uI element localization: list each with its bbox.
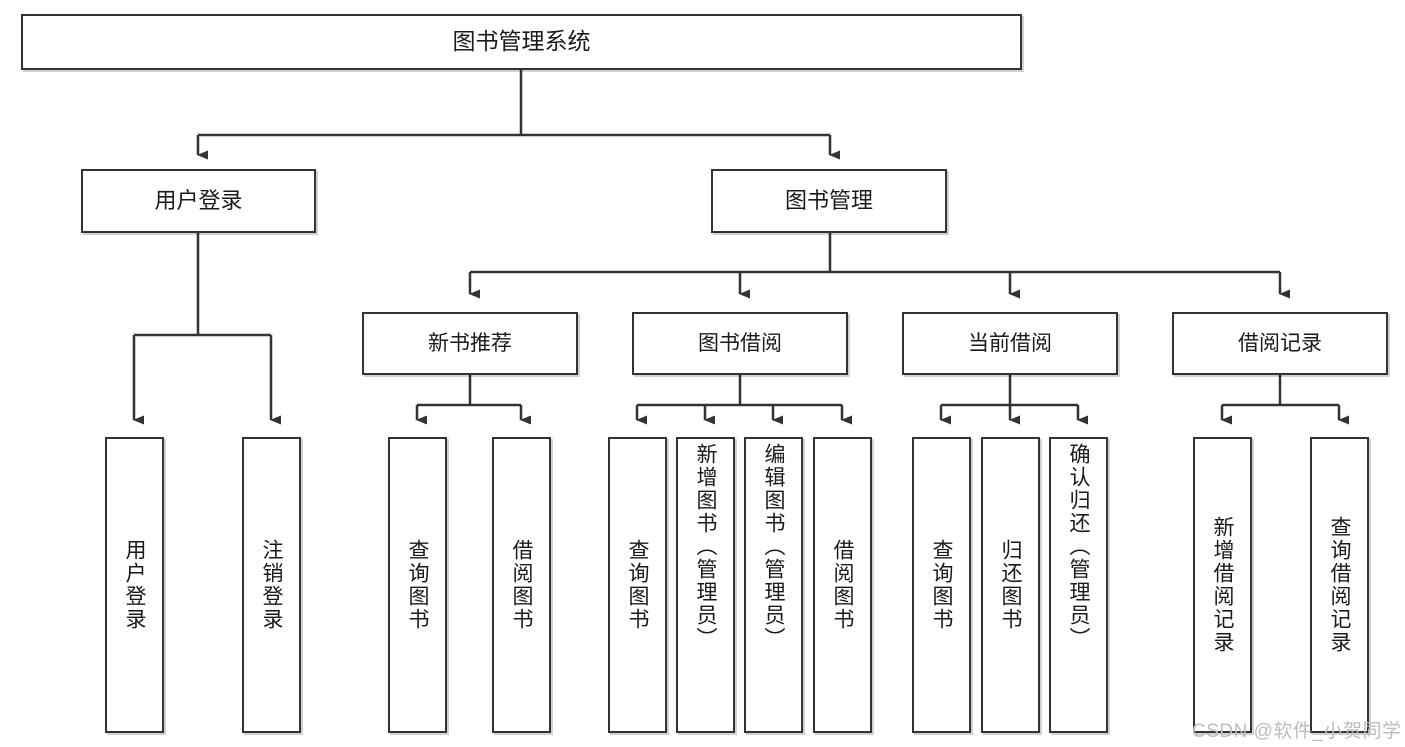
node-leaf-query-book-current-label: 查询图书 xyxy=(930,539,953,631)
node-leaf-add-borrow-record[interactable]: 新增借阅记录 xyxy=(1193,437,1252,733)
node-leaf-add-book-admin-label: 新增图书（管理员） xyxy=(694,443,717,650)
node-borrow-record-label: 借阅记录 xyxy=(1238,331,1322,355)
node-borrow-record[interactable]: 借阅记录 xyxy=(1172,312,1388,375)
node-leaf-user-login-label: 用户登录 xyxy=(123,539,146,631)
node-leaf-query-borrow-record-label: 查询借阅记录 xyxy=(1328,516,1351,654)
node-current-borrow[interactable]: 当前借阅 xyxy=(902,312,1118,375)
node-leaf-query-borrow-record[interactable]: 查询借阅记录 xyxy=(1310,437,1369,733)
node-leaf-query-book-current[interactable]: 查询图书 xyxy=(912,437,971,733)
node-leaf-borrow-book-borrow[interactable]: 借阅图书 xyxy=(813,437,872,733)
node-root-book-management-system[interactable]: 图书管理系统 xyxy=(21,14,1022,70)
node-root-label: 图书管理系统 xyxy=(452,28,591,55)
node-leaf-query-book-borrow[interactable]: 查询图书 xyxy=(608,437,667,733)
node-book-manage[interactable]: 图书管理 xyxy=(711,169,947,233)
node-leaf-add-borrow-record-label: 新增借阅记录 xyxy=(1211,516,1234,654)
node-leaf-confirm-return-admin-label: 确认归还（管理员） xyxy=(1067,443,1090,650)
node-new-book-recommend[interactable]: 新书推荐 xyxy=(362,312,578,375)
node-leaf-borrow-book-borrow-label: 借阅图书 xyxy=(831,539,854,631)
node-leaf-query-book-borrow-label: 查询图书 xyxy=(626,539,649,631)
node-book-manage-label: 图书管理 xyxy=(784,187,873,213)
node-leaf-return-book-label: 归还图书 xyxy=(999,539,1022,631)
node-leaf-borrow-book-recommend[interactable]: 借阅图书 xyxy=(492,437,551,733)
node-leaf-return-book[interactable]: 归还图书 xyxy=(981,437,1040,733)
node-leaf-add-book-admin[interactable]: 新增图书（管理员） xyxy=(676,437,735,733)
node-leaf-borrow-book-recommend-label: 借阅图书 xyxy=(510,539,533,631)
node-leaf-query-book-recommend[interactable]: 查询图书 xyxy=(388,437,447,733)
node-leaf-query-book-recommend-label: 查询图书 xyxy=(406,539,429,631)
node-user-login-label: 用户登录 xyxy=(154,187,243,213)
node-book-borrow-label: 图书借阅 xyxy=(698,331,782,355)
node-leaf-edit-book-admin[interactable]: 编辑图书（管理员） xyxy=(744,437,803,733)
node-leaf-user-logout[interactable]: 注销登录 xyxy=(242,437,301,733)
node-leaf-user-logout-label: 注销登录 xyxy=(260,539,283,631)
node-new-book-recommend-label: 新书推荐 xyxy=(428,331,512,355)
node-current-borrow-label: 当前借阅 xyxy=(968,331,1052,355)
node-leaf-confirm-return-admin[interactable]: 确认归还（管理员） xyxy=(1049,437,1108,733)
node-book-borrow[interactable]: 图书借阅 xyxy=(632,312,848,375)
node-user-login[interactable]: 用户登录 xyxy=(81,169,316,233)
node-leaf-edit-book-admin-label: 编辑图书（管理员） xyxy=(762,443,785,650)
node-leaf-user-login[interactable]: 用户登录 xyxy=(105,437,164,733)
